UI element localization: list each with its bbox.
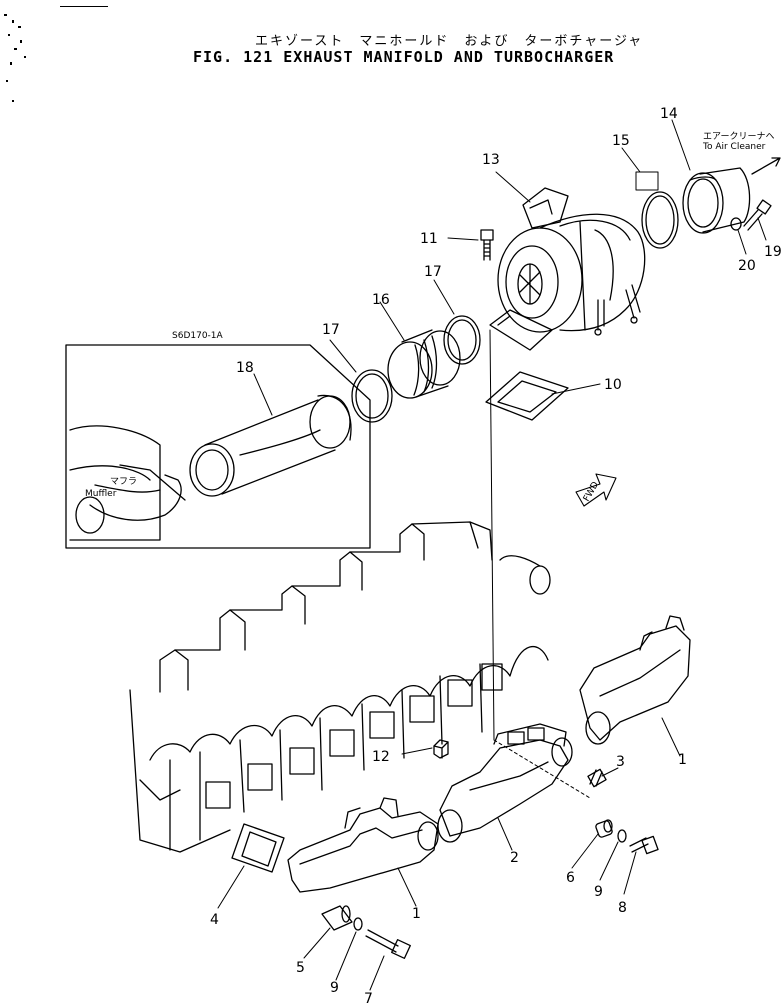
spacer-3 [587,768,607,788]
scan-noise [4,14,26,102]
exhaust-pipe-18 [189,394,352,497]
callout-17-left: 17 [322,322,340,338]
gasket-10 [485,371,569,421]
bushing-5 [321,905,353,931]
callout-10: 10 [604,377,622,393]
exhaust-manifold-2 [437,723,573,843]
gasket-4 [231,823,285,873]
top-rule [60,6,108,7]
bolt-11 [480,229,494,261]
bellows-16 [387,329,461,399]
washer-9-lower [353,917,363,931]
callout-9-right: 9 [594,884,603,900]
callout-3: 3 [616,754,625,770]
callout-5: 5 [296,960,305,976]
callout-4: 4 [210,912,219,928]
page-title-japanese: エキゾースト マニホールド および ターボチャージャ [255,34,644,49]
callout-16: 16 [372,292,390,308]
callout-8: 8 [618,900,627,916]
engine-cylinder-heads [129,521,551,853]
air-cleaner-label: To Air Cleaner [702,142,766,152]
air-pipe-14 [682,167,751,234]
seal-ring-17-left [351,369,393,423]
callout-7: 7 [364,991,373,1005]
bolt-19 [743,199,772,231]
muffler-label-japanese: マフラ [110,476,137,487]
turbocharger-13 [489,187,646,351]
muffler-label: Muffler [85,489,117,499]
callout-12: 12 [372,749,390,765]
forward-arrow-label: FWD [582,480,601,503]
leader-lines [217,119,767,991]
relation-line [493,739,591,799]
alignment-line [489,329,495,741]
inset-box [65,344,371,549]
callout-numbers: 18 17 16 17 10 11 13 15 14 19 20 12 1 3 … [210,106,782,1005]
bolt-7 [365,929,411,959]
exhaust-manifold-1-upper [579,615,691,745]
forward-arrow [575,473,617,507]
air-cleaner-arrow [751,157,781,175]
bolt-8 [629,835,659,855]
air-cleaner-label-japanese: エアークリーナヘ [703,131,774,142]
callout-9-lower: 9 [330,980,339,996]
callout-6: 6 [566,870,575,886]
callout-11: 11 [420,231,438,247]
washer-20 [730,217,742,231]
callout-1-upper: 1 [678,752,687,768]
exhaust-manifold-1-lower [287,797,439,893]
callout-13: 13 [482,152,500,168]
muffler [69,425,186,541]
callout-14: 14 [660,106,678,122]
seal-ring-17-right [443,315,481,365]
seal-ring-15 [635,171,679,249]
callout-19: 19 [764,244,782,260]
callout-17-right: 17 [424,264,442,280]
nut-12 [433,739,449,759]
callout-1-lower: 1 [412,906,421,922]
bushing-6 [595,819,613,838]
washer-9-right [617,829,627,843]
page-title: FIG. 121 EXHAUST MANIFOLD AND TURBOCHARG… [193,48,615,66]
callout-2: 2 [510,850,519,866]
callout-18: 18 [236,360,254,376]
callout-20: 20 [738,258,756,274]
callout-15: 15 [612,133,630,149]
inset-label: S6D170-1A [172,331,224,341]
